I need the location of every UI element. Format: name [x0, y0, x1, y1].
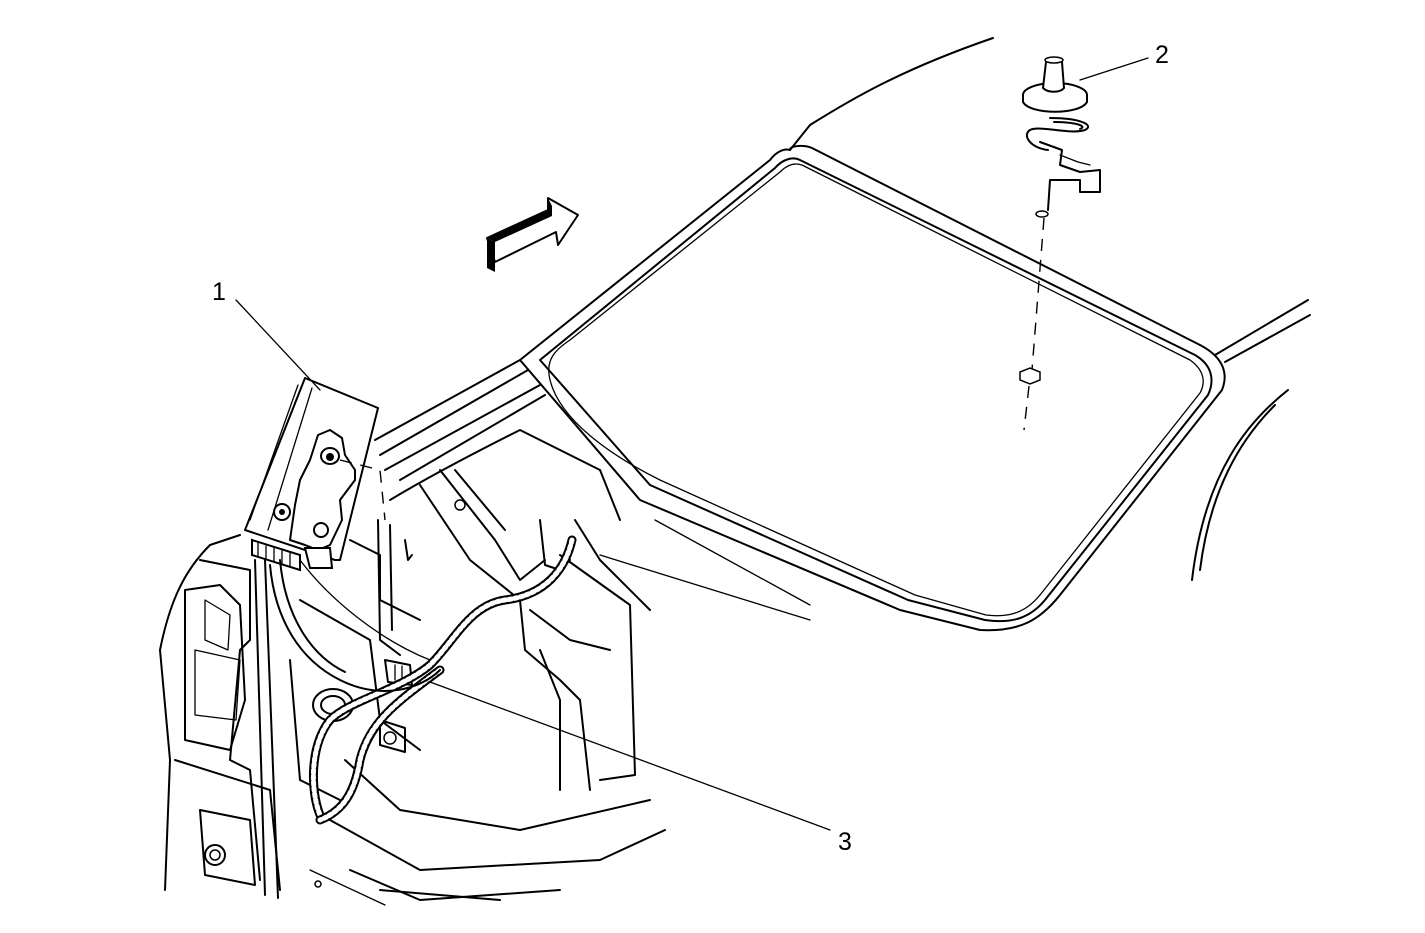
roof-antenna: [1019, 56, 1101, 431]
cable-clip: [377, 519, 571, 686]
callout-1: 1: [212, 278, 226, 306]
arrow-forward-icon: [486, 197, 579, 272]
a-pillar: [374, 359, 811, 621]
wiring-harness: [269, 535, 577, 825]
windshield: [519, 144, 1226, 632]
door-frame: [159, 534, 281, 899]
roof-outline: [789, 37, 1311, 581]
leader-lines: [235, 57, 1149, 831]
callout-2: 2: [1155, 41, 1169, 69]
antenna-module: [244, 377, 386, 572]
callout-3: 3: [838, 828, 852, 856]
